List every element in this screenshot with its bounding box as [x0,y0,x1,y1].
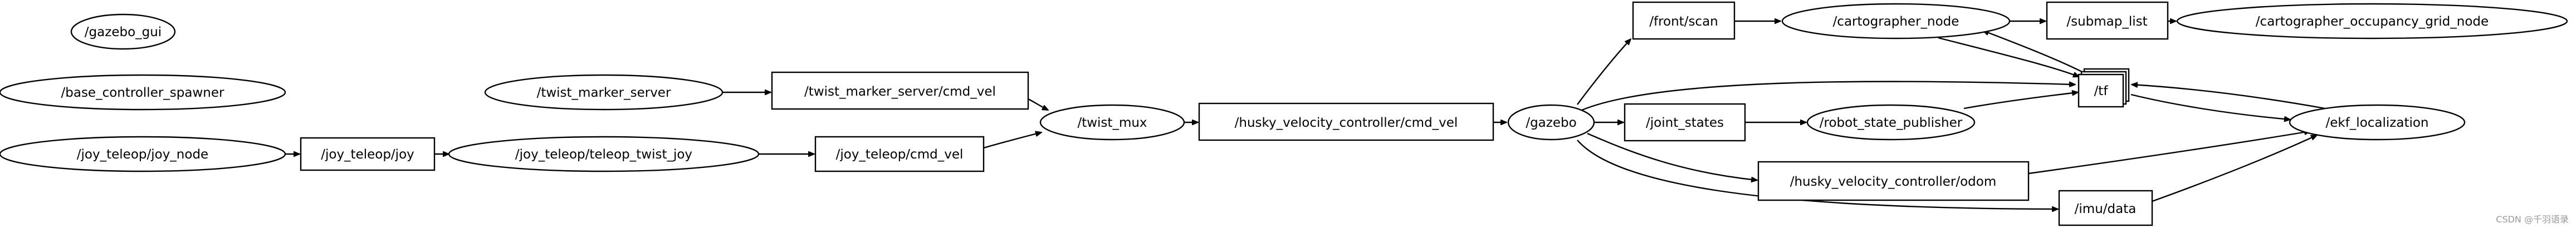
graph-edges [285,21,2329,209]
edge-imu-data-to-ekf-localization [2152,134,2317,202]
edge-gazebo-to-tf [1581,81,2075,111]
node-husky-velocity-controller-cmd-vel[interactable]: /husky_velocity_controller/cmd_vel [1198,102,1494,141]
node-teleop-twist-joy[interactable]: /joy_teleop/teleop_twist_joy [448,136,760,172]
node-submap-list[interactable]: /submap_list [2046,1,2169,40]
node-label: /husky_velocity_controller/odom [1790,175,1997,189]
edge-tf-to-cartographer-node [1983,31,2084,73]
node-tf[interactable]: /tf [2078,68,2130,108]
node-label: /joy_teleop/teleop_twist_joy [515,147,692,162]
node-imu-data[interactable]: /imu/data [2058,190,2153,226]
node-shape [814,136,985,172]
node-front-scan[interactable]: /front/scan [1632,1,1736,40]
node-ekf-localization[interactable]: /ekf_localization [2289,104,2466,141]
node-gazebo[interactable]: /gazebo [1507,104,1595,141]
edge-cartographer-node-to-tf [1938,37,2079,77]
node-joy-teleop-cmd-vel[interactable]: /joy_teleop/cmd_vel [814,136,985,172]
node-shape [2176,3,2568,39]
edge-twist-marker-cmd-vel-to-twist-mux [1028,98,1048,111]
node-label: /cartographer_node [1833,14,1959,29]
node-twist-marker-server[interactable]: /twist_marker_server [484,74,724,111]
node-shape [1757,161,2030,201]
node-shape [1624,103,1746,142]
node-label: /gazebo_gui [85,25,162,39]
node-gazebo-gui[interactable]: /gazebo_gui [70,13,176,50]
node-label: /twist_marker_server [537,86,671,100]
node-label: /twist_marker_server/cmd_vel [804,85,996,99]
edge-tf-to-ekf-localization [2130,93,2290,120]
node-label: /joy_teleop/cmd_vel [836,147,964,162]
node-shape [2078,73,2124,108]
node-shape [2289,104,2466,141]
node-shape [300,137,436,171]
node-joy-teleop-joy-node[interactable]: /joy_teleop/joy_node [0,136,286,172]
node-label: /tf [2094,84,2109,98]
node-shape [0,136,286,172]
node-shape [484,74,724,111]
node-label: /joy_teleop/joy_node [77,147,208,162]
node-label: /ekf_localization [2325,116,2428,130]
node-cartographer-occupancy-grid-node[interactable]: /cartographer_occupancy_grid_node [2176,3,2568,39]
node-shape [1507,104,1595,141]
edge-gazebo-to-husky-odom [1587,132,1757,180]
node-shape [2058,190,2153,226]
node-shape [0,74,286,111]
node-cartographer-node[interactable]: /cartographer_node [1781,3,2011,39]
edge-gazebo-to-imu-data [1577,140,2058,209]
node-twist-mux[interactable]: /twist_mux [1039,104,1185,141]
node-shape [70,13,176,50]
node-joint-states[interactable]: /joint_states [1624,103,1746,142]
node-base-controller-spawner[interactable]: /base_controller_spawner [0,74,286,111]
edge-joy-cmd-vel-to-twist-mux [983,132,1042,149]
watermark-text: CSDN @千羽语录 [2496,214,2569,225]
edge-ekf-localization-to-tf [2132,85,2329,110]
node-label: /base_controller_spawner [61,86,225,100]
node-label: /front/scan [1649,14,1718,29]
node-twist-marker-server-cmd-vel[interactable]: /twist_marker_server/cmd_vel [771,71,1029,110]
node-shape [1039,104,1185,141]
edge-husky-odom-to-ekf-localization [2028,131,2310,175]
edge-robot-state-publisher-to-tf [1963,92,2078,110]
node-shape [448,136,760,172]
node-label: /robot_state_publisher [1820,116,1963,130]
node-shape [1632,1,1736,40]
node-shape [771,71,1029,110]
node-label: /cartographer_occupancy_grid_node [2256,14,2489,29]
node-shape [1806,104,1976,141]
node-label: /imu/data [2075,202,2137,216]
node-shape [1198,102,1494,141]
node-label: /twist_mux [1077,116,1147,130]
node-husky-velocity-controller-odom[interactable]: /husky_velocity_controller/odom [1757,161,2030,201]
node-joy-teleop-joy-topic[interactable]: /joy_teleop/joy [300,137,436,171]
node-robot-state-publisher[interactable]: /robot_state_publisher [1806,104,1976,141]
node-label: /joint_states [1646,116,1724,130]
node-shape [2046,1,2169,40]
node-label: /joy_teleop/joy [321,147,414,162]
node-label: /husky_velocity_controller/cmd_vel [1235,116,1458,130]
node-shape [1781,3,2011,39]
node-label: /submap_list [2066,14,2147,29]
edge-gazebo-to-front-scan [1577,39,1631,105]
node-label: /gazebo [1526,116,1576,130]
